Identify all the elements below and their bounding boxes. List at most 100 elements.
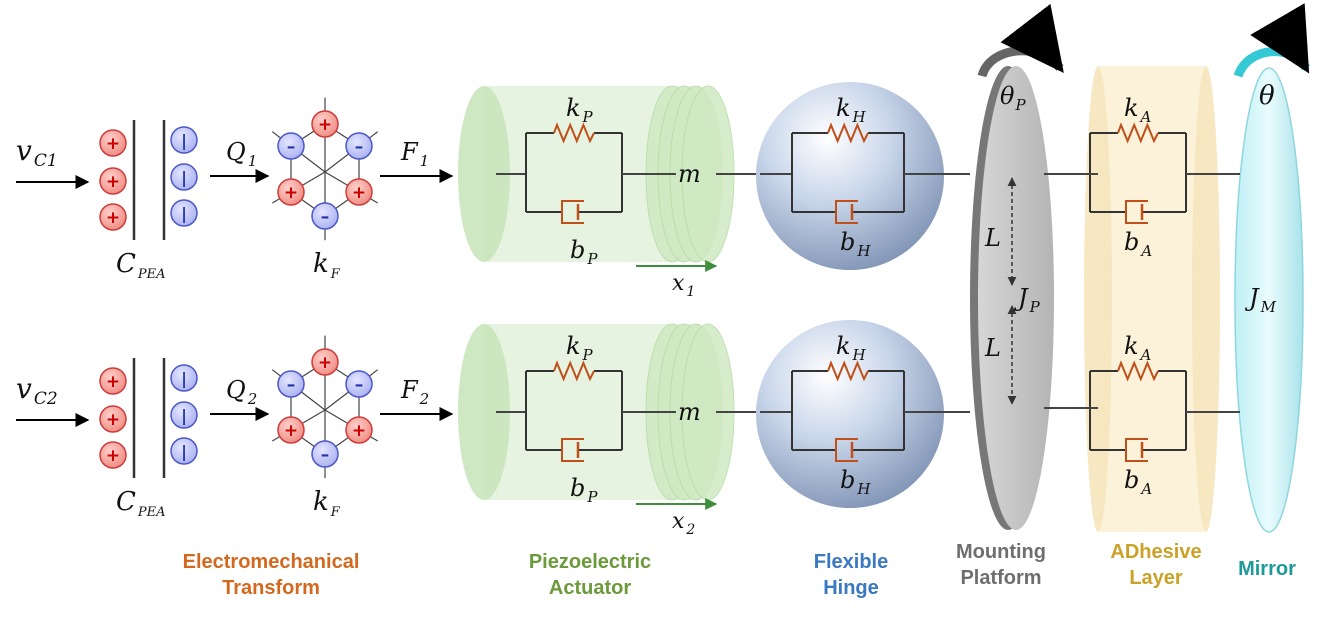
- positive-charge-icon: +: [99, 441, 127, 469]
- mass-label: m: [678, 160, 701, 188]
- negative-charge-icon: –: [345, 132, 373, 160]
- svg-text:|: |: [181, 131, 187, 151]
- svg-text:+: +: [106, 172, 120, 192]
- spring-icon: [827, 122, 869, 144]
- negative-charge-icon: |: [170, 401, 198, 429]
- adhesive-spring-damper: [1089, 122, 1240, 224]
- svg-text:+: +: [284, 421, 298, 441]
- spring-icon: [553, 360, 595, 382]
- svg-text:+: +: [106, 372, 120, 392]
- negative-charge-icon: –: [277, 132, 305, 160]
- svg-text:+: +: [284, 183, 298, 203]
- damper-icon: [835, 200, 858, 224]
- svg-text:+: +: [318, 115, 332, 135]
- svg-text:|: |: [181, 204, 187, 224]
- svg-text:+: +: [318, 353, 332, 373]
- capacitor: + + + | | |: [99, 358, 198, 478]
- positive-charge-icon: +: [99, 367, 127, 395]
- positive-charge-icon: +: [99, 405, 127, 433]
- negative-charge-icon: –: [311, 202, 339, 230]
- negative-charge-icon: |: [170, 364, 198, 392]
- damper-icon: [1125, 200, 1148, 224]
- positive-charge-icon: +: [99, 167, 127, 195]
- flexible-hinge: [756, 320, 970, 508]
- negative-charge-icon: |: [170, 126, 198, 154]
- positive-charge-icon: +: [311, 110, 339, 138]
- negative-charge-icon: –: [311, 440, 339, 468]
- damper-icon: [1125, 438, 1148, 462]
- svg-text:+: +: [106, 134, 120, 154]
- positive-charge-icon: +: [277, 416, 305, 444]
- negative-charge-icon: |: [170, 199, 198, 227]
- svg-text:–: –: [355, 137, 364, 157]
- positive-charge-icon: +: [345, 178, 373, 206]
- svg-text:–: –: [287, 375, 296, 395]
- svg-text:|: |: [181, 406, 187, 426]
- svg-text:+: +: [106, 208, 120, 228]
- spring-icon: [827, 360, 869, 382]
- positive-charge-icon: +: [99, 129, 127, 157]
- svg-text:–: –: [321, 445, 330, 465]
- positive-charge-icon: +: [277, 178, 305, 206]
- damper-icon: [561, 200, 584, 224]
- caption-mirror: Mirror: [1238, 558, 1296, 580]
- negative-charge-icon: –: [277, 370, 305, 398]
- svg-text:+: +: [106, 410, 120, 430]
- svg-text:+: +: [352, 183, 366, 203]
- piezo-lattice: + – – + + –: [271, 97, 379, 241]
- mirror-rotation: θ: [1259, 81, 1275, 111]
- svg-text:|: |: [181, 442, 187, 462]
- platform-half-length-top: L: [984, 224, 1001, 252]
- capacitor: + + + | | |: [99, 120, 198, 240]
- svg-text:–: –: [321, 207, 330, 227]
- positive-charge-icon: +: [345, 416, 373, 444]
- damper-icon: [835, 438, 858, 462]
- negative-charge-icon: |: [170, 163, 198, 191]
- spring-icon: [1117, 360, 1159, 382]
- platform-rotation: θP: [1000, 82, 1026, 114]
- svg-text:–: –: [355, 375, 364, 395]
- negative-charge-icon: |: [170, 437, 198, 465]
- piezo-lattice: + – – + + –: [271, 335, 379, 479]
- svg-text:+: +: [352, 421, 366, 441]
- mounting-platform: [970, 66, 1054, 530]
- flexible-hinge: [756, 82, 970, 270]
- damper-icon: [561, 438, 584, 462]
- svg-text:|: |: [181, 168, 187, 188]
- mirror-rotation-arrow-icon: [1233, 3, 1310, 78]
- spring-icon: [553, 122, 595, 144]
- piezo-actuator: [458, 85, 735, 263]
- platform-length-indicator: [1007, 173, 1098, 409]
- platform-rotation-arrow-icon: [977, 3, 1064, 78]
- positive-charge-icon: +: [311, 348, 339, 376]
- svg-text:–: –: [287, 137, 296, 157]
